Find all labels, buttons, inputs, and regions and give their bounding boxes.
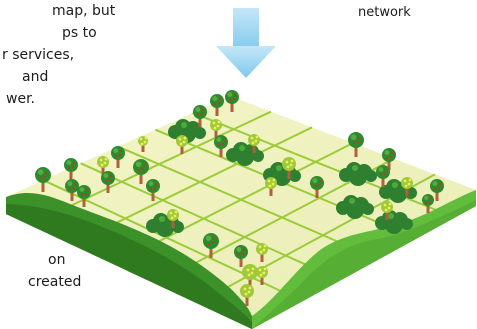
- tree: [382, 148, 396, 170]
- right-hill-highlight: [252, 200, 476, 329]
- down-arrow-icon: [216, 8, 276, 78]
- bush: [146, 213, 184, 237]
- tree: [256, 243, 268, 262]
- tree: [97, 156, 109, 175]
- tree: [193, 105, 207, 127]
- tree: [348, 132, 364, 157]
- footer-line-1: on: [48, 252, 66, 268]
- tree: [167, 209, 179, 228]
- tree: [422, 194, 434, 213]
- tree: [35, 167, 51, 192]
- tree: [310, 176, 324, 198]
- tree: [234, 245, 248, 267]
- intro-line-5: wer.: [6, 91, 35, 107]
- tree: [133, 159, 149, 184]
- tree: [265, 177, 277, 196]
- bush: [336, 195, 374, 219]
- tree: [64, 158, 78, 180]
- tree: [210, 119, 222, 138]
- bush: [379, 179, 417, 203]
- tree: [430, 179, 444, 201]
- tree: [401, 177, 413, 196]
- tree: [225, 90, 239, 112]
- network-label: network: [358, 5, 411, 20]
- tree: [210, 94, 224, 116]
- tree: [214, 135, 228, 157]
- left-hill-shade: [6, 204, 252, 329]
- intro-line-1: map, but: [52, 3, 116, 19]
- tree: [256, 266, 268, 285]
- tree: [138, 136, 148, 152]
- tree: [240, 284, 254, 306]
- tree-layer: [35, 90, 444, 306]
- tree: [176, 135, 188, 154]
- tree: [101, 171, 115, 193]
- tree: [65, 179, 79, 201]
- tree: [248, 134, 260, 153]
- intro-text-block: map, but ps to r services, and wer.: [0, 0, 115, 110]
- tree: [146, 179, 160, 201]
- tree: [381, 201, 393, 220]
- tree: [376, 165, 390, 187]
- tree: [203, 233, 219, 258]
- footer-line-2: created: [28, 274, 82, 290]
- intro-line-4: and: [22, 69, 49, 85]
- tree: [77, 185, 91, 207]
- intro-line-3: r services,: [2, 47, 75, 63]
- tree: [242, 264, 258, 289]
- footer-text-block: on created: [0, 249, 81, 293]
- tree: [282, 157, 296, 179]
- intro-line-2: ps to: [62, 25, 97, 41]
- tree: [111, 146, 125, 168]
- bush: [339, 162, 377, 186]
